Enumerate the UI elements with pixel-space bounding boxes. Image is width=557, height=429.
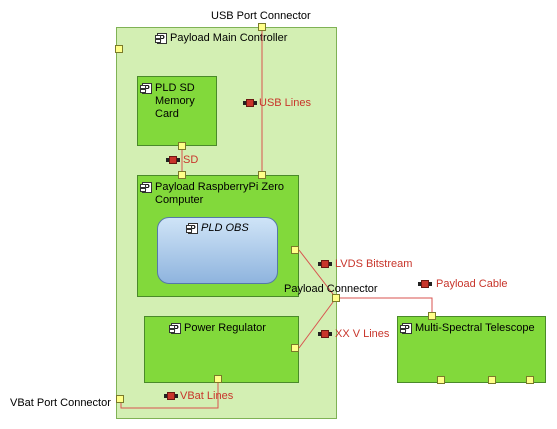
rpi-usb-port[interactable]: [258, 171, 266, 179]
xxv-line: [298, 297, 337, 349]
telescope-port-3[interactable]: [526, 376, 534, 384]
sd-card-port[interactable]: [178, 142, 186, 150]
connector-icon: [164, 392, 178, 400]
pld-sd-memory-card[interactable]: P PLD SD Memory Card: [137, 76, 217, 146]
lvds-bitstream-label: LVDS Bitstream: [335, 258, 413, 270]
multi-spectral-telescope-label: Multi-Spectral Telescope: [415, 322, 535, 334]
part-icon: P: [169, 323, 181, 334]
telescope-port-1[interactable]: [437, 376, 445, 384]
pld-obs[interactable]: P PLD OBS: [157, 217, 278, 284]
power-vbat-port[interactable]: [214, 375, 222, 383]
payload-cable-label: Payload Cable: [436, 278, 508, 290]
connector-icon: [318, 330, 332, 338]
sd-label: SD: [183, 154, 199, 166]
connector-icon: [166, 156, 180, 164]
power-regulator-port[interactable]: [291, 344, 299, 352]
vbat-port[interactable]: [116, 395, 124, 403]
pld-sd-memory-card-label: PLD SD Memory Card: [155, 82, 195, 120]
connector-icon: [243, 99, 257, 107]
telescope-port-2[interactable]: [488, 376, 496, 384]
vbat-port-label: VBat Port Connector: [10, 397, 111, 409]
payload-connector-label: Payload Connector: [284, 283, 378, 295]
part-icon: P: [140, 182, 152, 193]
vbat-line: [120, 383, 219, 409]
multi-spectral-telescope[interactable]: P Multi-Spectral Telescope: [397, 316, 546, 383]
rpi-lvds-port[interactable]: [291, 246, 299, 254]
part-icon: P: [155, 33, 167, 44]
rpi-sd-port[interactable]: [178, 171, 186, 179]
pld-obs-label: PLD OBS: [201, 222, 249, 234]
payload-cable-line: [336, 297, 433, 316]
power-regulator[interactable]: P Power Regulator: [144, 316, 299, 383]
outer-left-port[interactable]: [115, 45, 123, 53]
part-icon: P: [400, 323, 412, 334]
payload-connector-port[interactable]: [332, 294, 340, 302]
payload-raspberrypi-zero-computer-label: Payload RaspberryPi Zero Computer: [155, 181, 285, 206]
payload-main-controller-label: Payload Main Controller: [170, 32, 288, 44]
connector-icon: [418, 280, 432, 288]
lvds-line: [298, 249, 337, 299]
telescope-top-port[interactable]: [428, 312, 436, 320]
part-icon: P: [140, 83, 152, 94]
vbat-lines-label: VBat Lines: [180, 390, 234, 402]
usb-lines-label: USB Lines: [259, 97, 311, 109]
usb-port[interactable]: [258, 23, 266, 31]
part-icon: P: [186, 223, 198, 234]
usb-port-label: USB Port Connector: [211, 10, 311, 22]
power-regulator-label: Power Regulator: [184, 322, 266, 334]
xxv-lines-label: XX V Lines: [335, 328, 390, 340]
connector-icon: [318, 260, 332, 268]
payload-raspberrypi-zero-computer[interactable]: P Payload RaspberryPi Zero Computer P PL…: [137, 175, 299, 297]
